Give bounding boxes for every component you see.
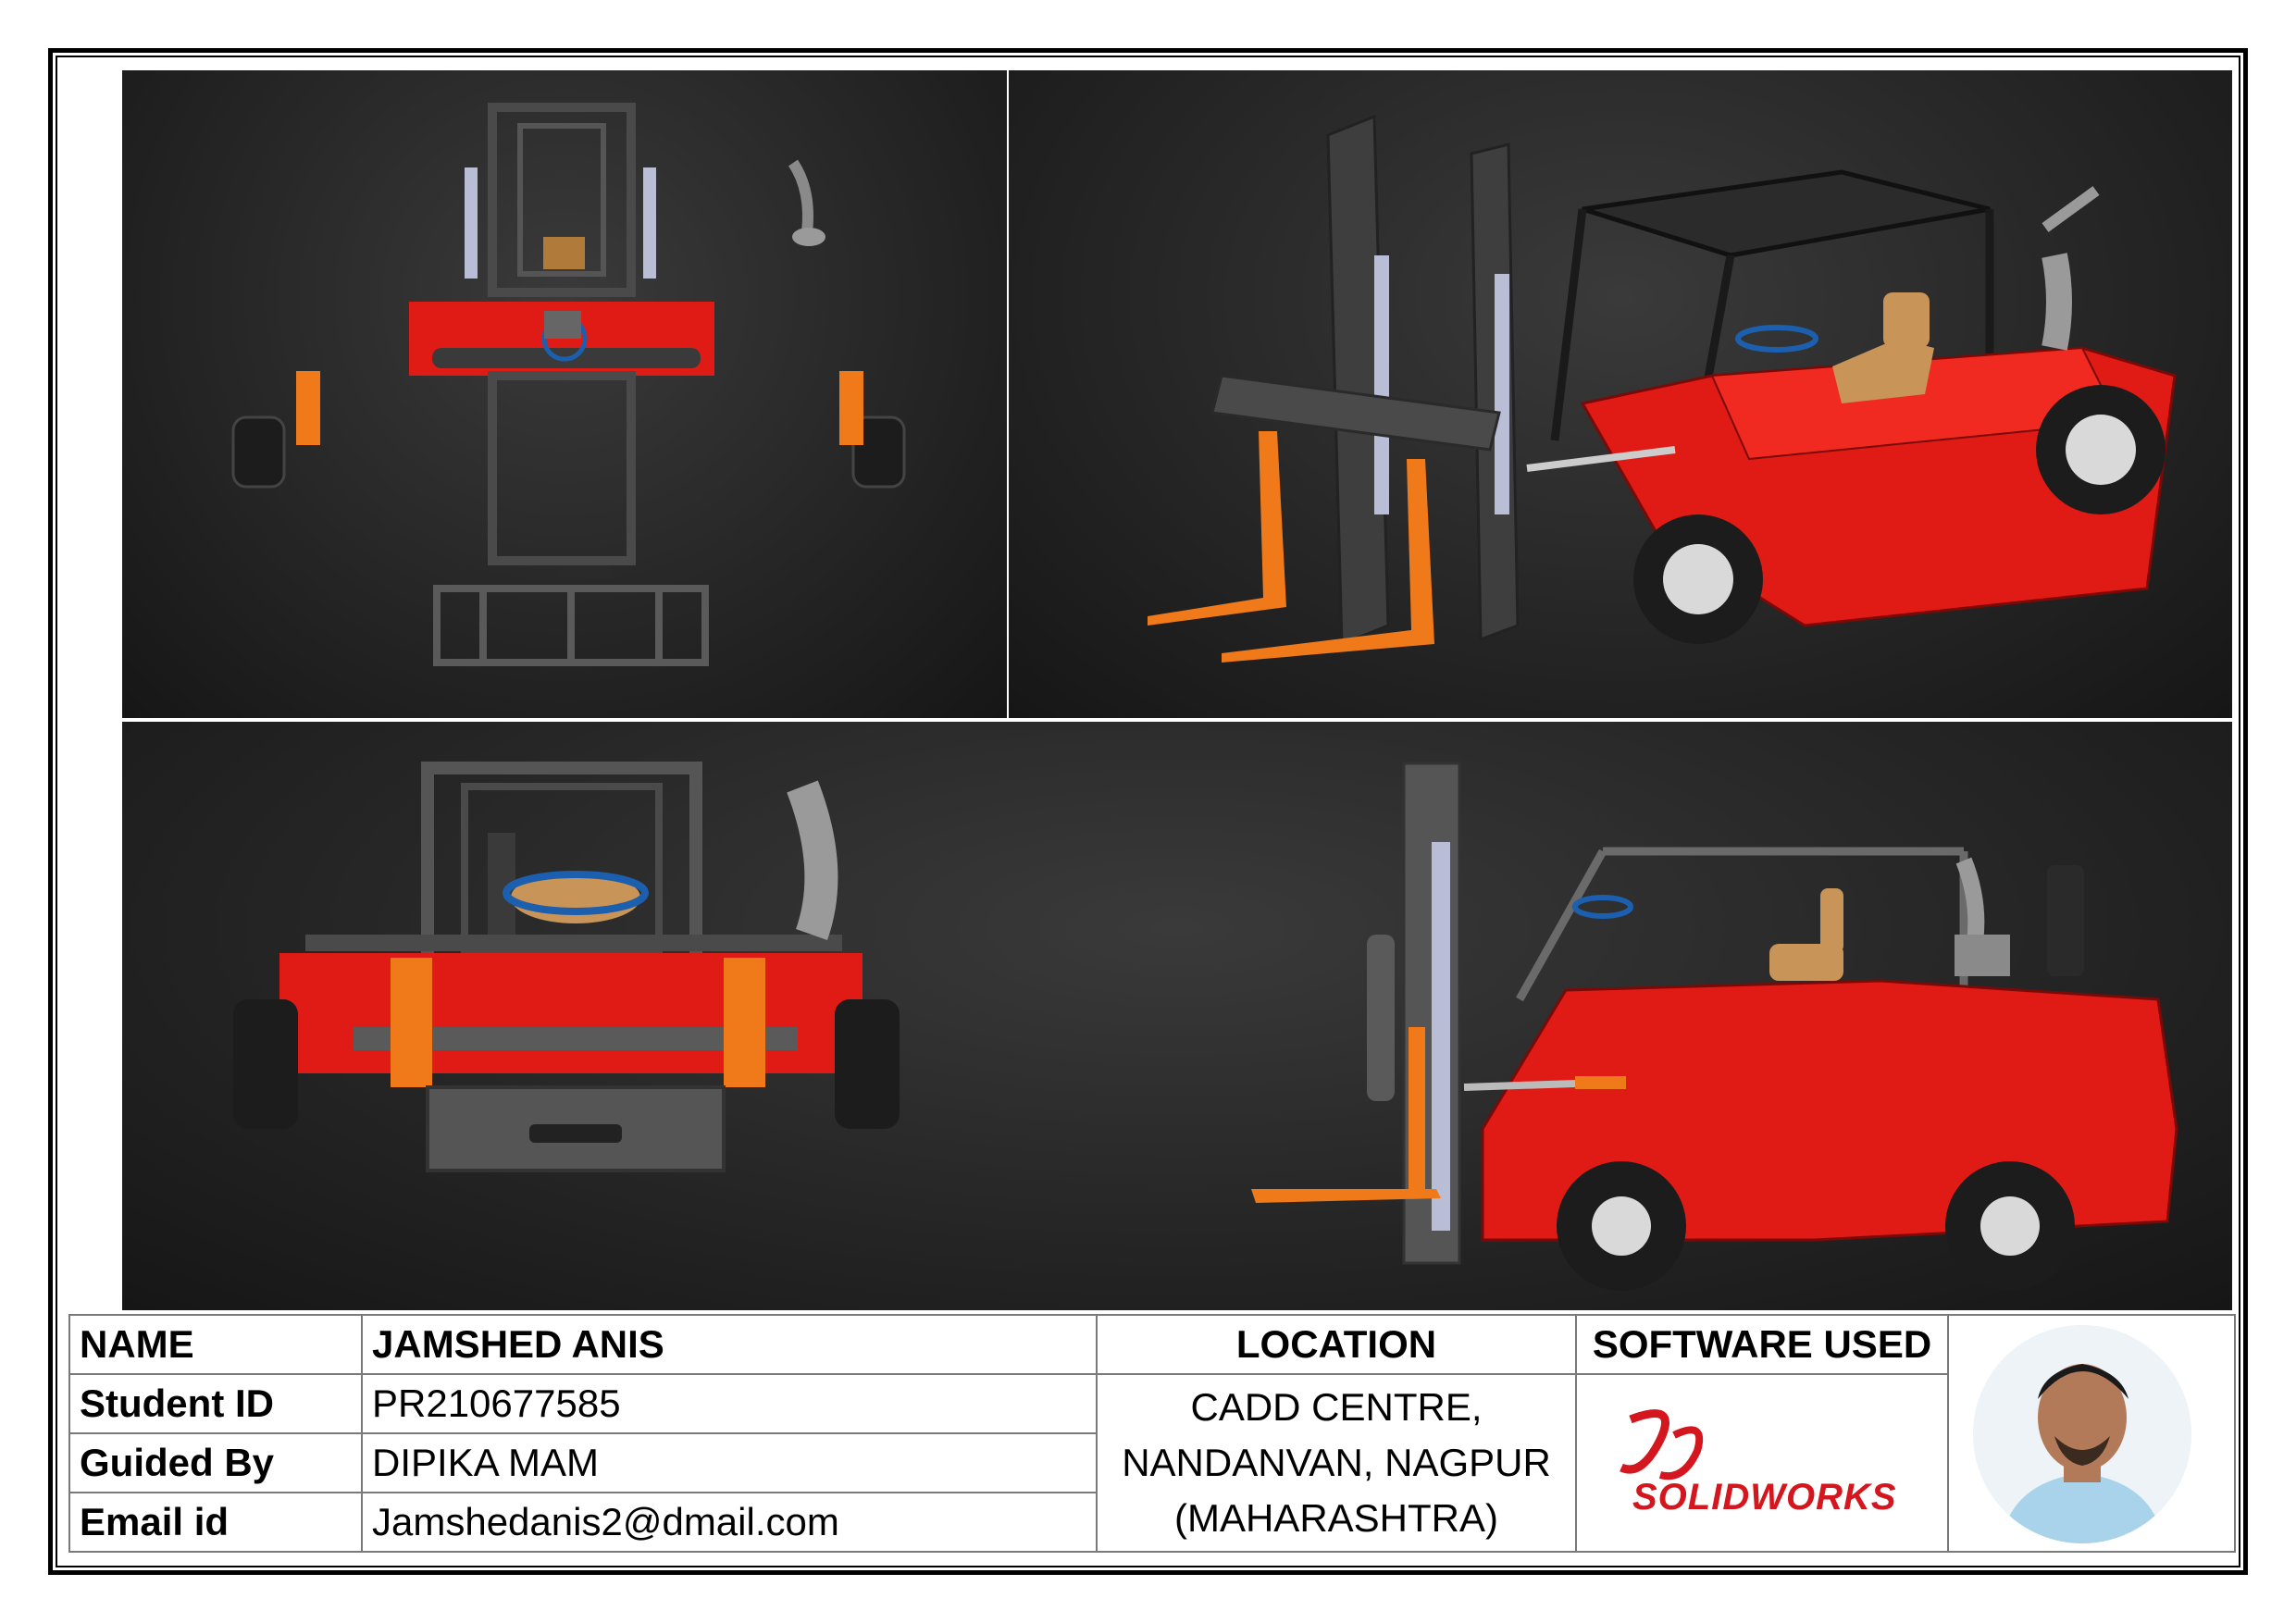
forklift-top-view (122, 70, 1007, 718)
software-label: SOFTWARE USED (1575, 1314, 1949, 1375)
forklift-side-view-icon (1251, 762, 2178, 1291)
email-value: Jamshedanis2@dmail.com (361, 1492, 1098, 1553)
name-value: JAMSHED ANIS (361, 1314, 1098, 1375)
page-border-inner (56, 56, 2240, 1567)
location-label: LOCATION (1096, 1314, 1577, 1375)
guided-by-label: Guided By (68, 1432, 363, 1493)
guided-by-value: DIPIKA MAM (361, 1432, 1098, 1493)
title-row-guided-by: Guided By DIPIKA MAM (68, 1432, 2235, 1493)
location-line-1: CADD CENTRE, (1190, 1385, 1483, 1429)
forklift-front-view-icon (233, 762, 900, 1172)
student-id-value: PR210677585 (361, 1373, 1098, 1434)
title-row-email: Email id Jamshedanis2@dmail.com (68, 1492, 2235, 1553)
software-logo-cell: SOLIDWORKS (1575, 1373, 1949, 1553)
title-row-student-id: Student ID PR210677585 CADD CENTRE, NAND… (68, 1373, 2235, 1553)
student-photo (1973, 1325, 2191, 1543)
solidworks-wordmark: SOLIDWORKS (1632, 1477, 1897, 1518)
photo-cell (1947, 1314, 2236, 1553)
location-line-2: NANDANVAN, NAGPUR (1122, 1441, 1551, 1484)
name-label: NAME (68, 1314, 363, 1375)
forklift-top-view-icon (231, 103, 906, 666)
forklift-front-side-views-icon (233, 762, 2178, 1291)
location-line-3: (MAHARASHTRA) (1173, 1496, 1498, 1540)
forklift-front-side-views (122, 722, 2232, 1310)
forklift-isometric-view (1009, 70, 2232, 718)
forklift-isometric-view-icon (1148, 114, 2177, 663)
title-block: NAME JAMSHED ANIS LOCATION SOFTWARE USED… (68, 1314, 2236, 1553)
title-row-name: NAME JAMSHED ANIS LOCATION SOFTWARE USED (68, 1314, 2236, 1553)
student-id-label: Student ID (68, 1373, 363, 1434)
solidworks-logo-icon (1620, 1409, 1704, 1481)
page-border-outer (48, 48, 2248, 1575)
location-value: CADD CENTRE, NANDANVAN, NAGPUR (MAHARASH… (1096, 1373, 1577, 1553)
email-label: Email id (68, 1492, 363, 1553)
